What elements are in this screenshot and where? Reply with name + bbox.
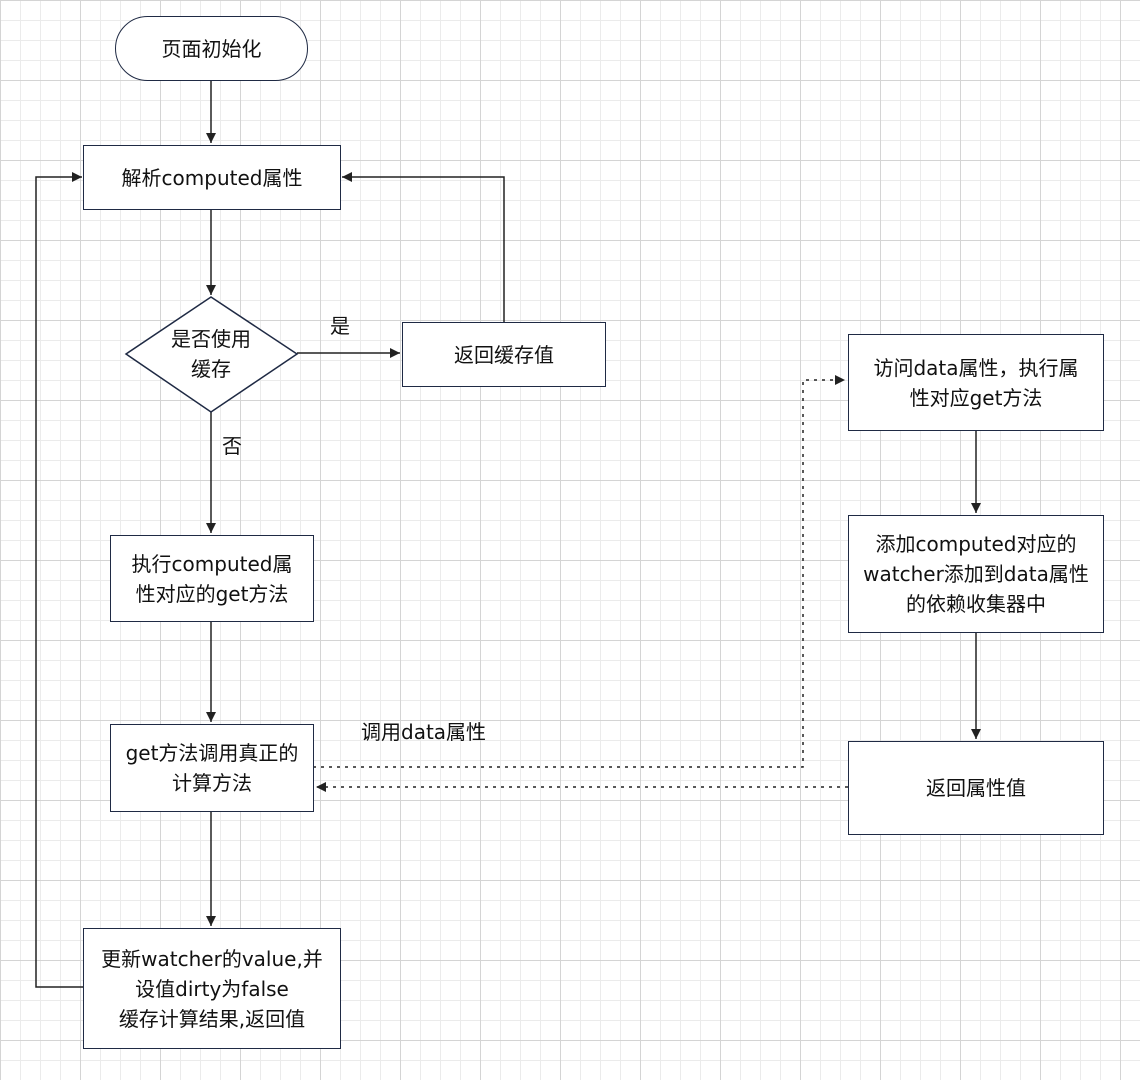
node-page-init[interactable]: 页面初始化: [115, 16, 308, 81]
node-add-watcher-to-deps[interactable]: 添加computed对应的 watcher添加到data属性 的依赖收集器中: [848, 515, 1104, 633]
node-parse-computed[interactable]: 解析computed属性: [83, 145, 341, 210]
label-call-data-prop: 调用data属性: [361, 720, 487, 744]
decision-diamond: [124, 296, 299, 413]
edge-compute-to-access-dotted: [313, 375, 845, 768]
edge-cache-to-parse: [342, 172, 505, 322]
node-use-cache-decision[interactable]: 是否使用 缓存: [171, 327, 251, 381]
label-yes: 是: [330, 314, 350, 338]
node-exec-computed-get[interactable]: 执行computed属 性对应的get方法: [110, 535, 314, 622]
node-return-prop-value[interactable]: 返回属性值: [848, 741, 1104, 835]
node-update-watcher-value[interactable]: 更新watcher的value,并 设值dirty为false 缓存计算结果,返…: [83, 928, 341, 1049]
edge-update-loop-to-parse: [35, 172, 84, 988]
node-get-call-compute[interactable]: get方法调用真正的 计算方法: [110, 724, 314, 812]
label-no: 否: [222, 434, 242, 458]
node-return-cached-value[interactable]: 返回缓存值: [402, 322, 606, 387]
node-access-data-prop[interactable]: 访问data属性，执行属 性对应get方法: [848, 334, 1104, 431]
